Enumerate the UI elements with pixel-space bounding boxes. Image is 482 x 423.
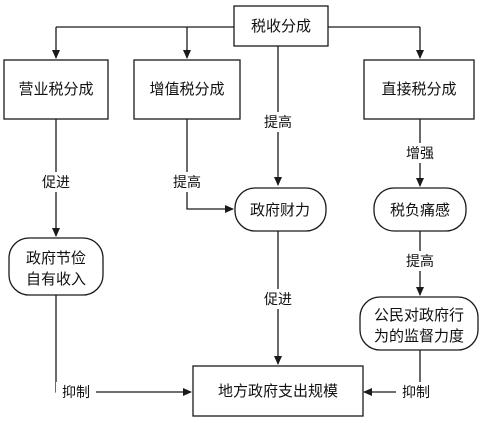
node-tax-pain-label: 税负痛感 <box>390 201 450 219</box>
node-supervision-label-1: 公民对政府行 <box>374 306 464 324</box>
node-supervision-label-2: 为的监督力度 <box>374 327 464 345</box>
node-direct-tax: 直接税分成 <box>363 59 475 120</box>
label-restrain-2: 抑制 <box>402 385 430 401</box>
node-tax-sharing: 税收分成 <box>233 5 329 47</box>
label-restrain-1: 抑制 <box>62 385 90 401</box>
label-raise-2: 提高 <box>264 114 292 131</box>
node-vat: 增值税分成 <box>133 59 241 120</box>
node-gov-finance-label: 政府财力 <box>250 201 310 219</box>
node-gov-finance: 政府财力 <box>234 187 327 232</box>
label-raise-3: 提高 <box>406 253 434 270</box>
label-strengthen: 增强 <box>406 146 434 162</box>
label-raise-1: 提高 <box>173 174 201 191</box>
node-gov-savings-label-2: 自有收入 <box>26 270 86 288</box>
node-business-tax-label: 营业税分成 <box>18 80 93 98</box>
node-vat-label: 增值税分成 <box>149 80 224 98</box>
node-tax-pain: 税负痛感 <box>373 187 467 232</box>
label-promote-1: 促进 <box>42 175 70 191</box>
label-promote-2: 促进 <box>264 292 292 308</box>
edge-vat-to-finance <box>186 119 234 213</box>
node-supervision: 公民对政府行 为的监督力度 <box>359 296 479 351</box>
edge-savings-to-spending <box>55 295 192 396</box>
node-local-spending: 地方政府支出规模 <box>192 365 364 417</box>
node-gov-savings: 政府节俭 自有收入 <box>8 237 104 296</box>
node-local-spending-label: 地方政府支出规模 <box>218 382 338 400</box>
node-business-tax: 营业税分成 <box>3 59 109 120</box>
node-gov-savings-label-1: 政府节俭 <box>26 249 86 267</box>
node-direct-tax-label: 直接税分成 <box>381 80 456 98</box>
node-tax-sharing-label: 税收分成 <box>251 17 311 35</box>
